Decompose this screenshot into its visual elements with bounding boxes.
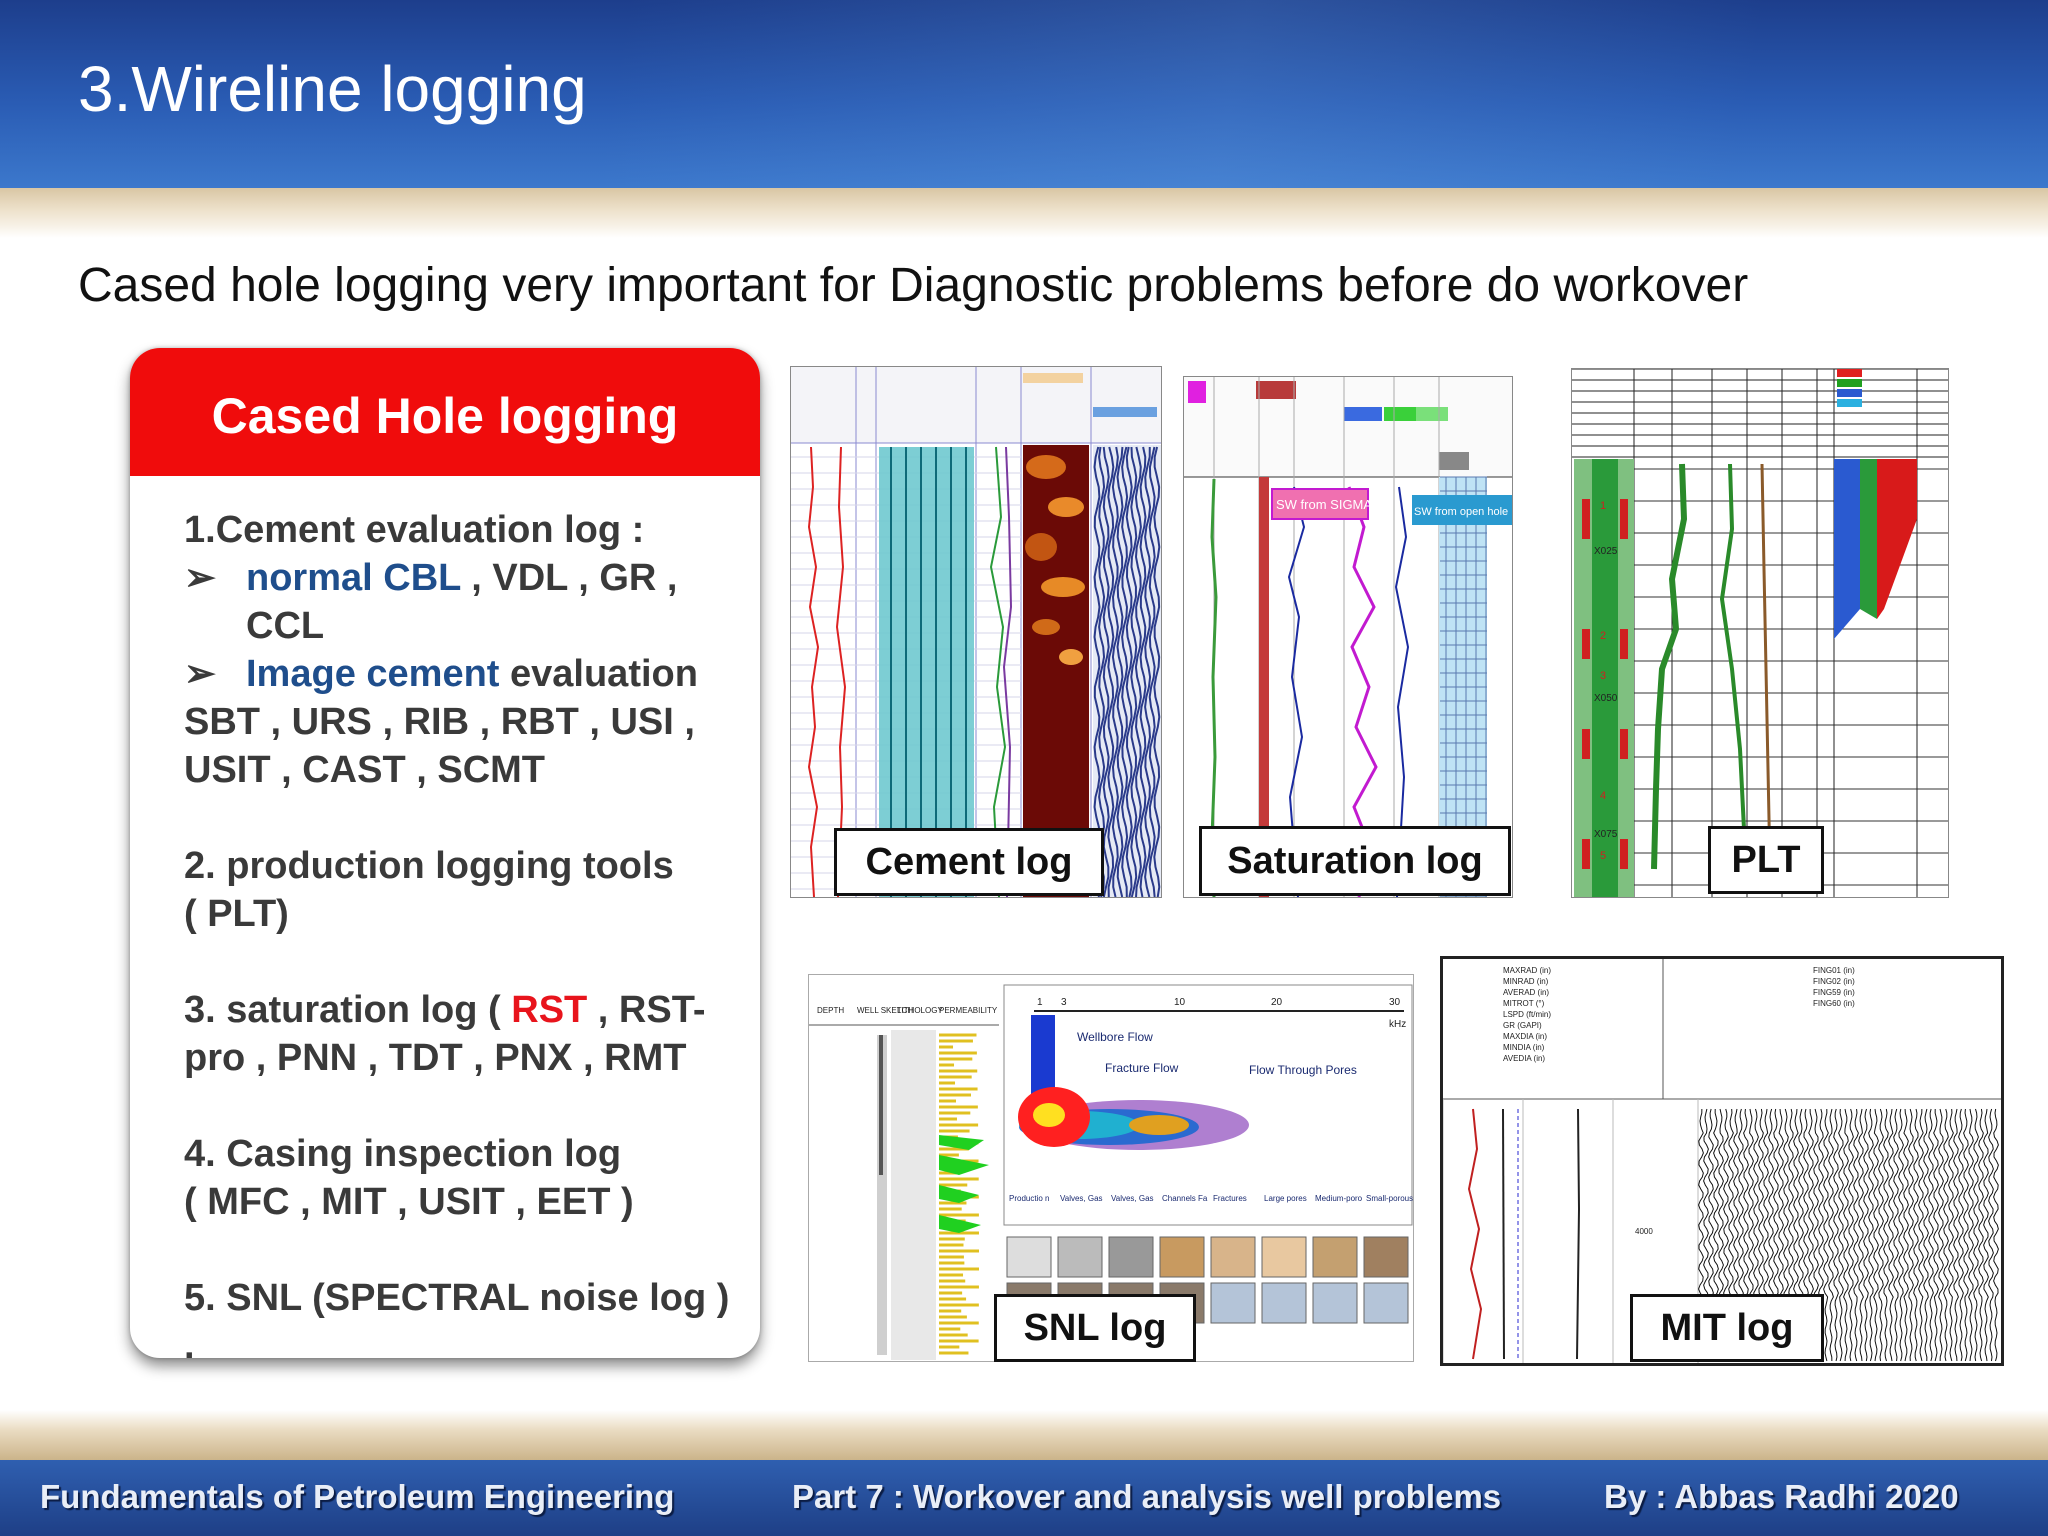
snl-scale-10: 10 — [1174, 997, 1186, 1008]
bullet-image: ➢ Image cement evaluation — [184, 650, 754, 698]
plt-label: PLT — [1708, 826, 1824, 894]
item3-line-b: pro , PNN , TDT , PNX , RMT — [184, 1037, 687, 1079]
cement-log-plot — [791, 367, 1161, 897]
item4-line-a: 4. Casing inspection log — [184, 1133, 622, 1175]
card-body: 1.Cement evaluation log : ➢ normal CBL , … — [184, 506, 754, 1358]
snl-scale-30: 30 — [1389, 997, 1401, 1008]
bullet-cbl-highlight: normal CBL — [246, 557, 461, 599]
footer-right: By : Abbas Radhi 2020 — [1604, 1478, 1959, 1515]
bullet-image-rest: evaluation — [499, 653, 698, 695]
mit-header: LSPD (ft/min) — [1503, 1010, 1551, 1019]
snl-fracture-label: Fracture Flow — [1105, 1061, 1179, 1075]
mit-plot: MAXRAD (in) MINRAD (in) AVERAD (in) MITROT … — [1443, 959, 2001, 1363]
mit-header-right: FING02 (in) — [1813, 977, 1855, 986]
snl-col-depth: DEPTH — [817, 1006, 844, 1015]
bullet-cbl-line2: CCL — [246, 605, 325, 647]
plt-zone-4: 4 — [1600, 790, 1606, 802]
snl-col-lith: LITHOLOGY — [897, 1006, 943, 1015]
footer-middle: Part 7 : Workover and analysis well prob… — [792, 1478, 1502, 1515]
sat-openhole-label: SW from open hole logging — [1414, 506, 1513, 518]
plt-zone-2: 2 — [1600, 630, 1606, 642]
snl-plot: DEPTH WELL SKETCH LITHOLOGY PERMEABILITY… — [809, 984, 1413, 1360]
item2-line-a: 2. production logging tools — [184, 845, 674, 887]
snl-wellbore-label: Wellbore Flow — [1077, 1030, 1153, 1044]
bullet-cbl: ➢ normal CBL , VDL , GR , — [184, 554, 754, 602]
plt-figure: 1 2 3 4 5 X025 X050 X075 — [1571, 368, 1949, 898]
snl-category: Medium-poro — [1315, 1194, 1363, 1203]
slide-subtitle: Cased hole logging very important for Di… — [78, 259, 1749, 312]
mit-depth: 4000 — [1635, 1227, 1653, 1236]
mit-header: MITROT (°) — [1503, 999, 1545, 1008]
mit-header-right: FING60 (in) — [1813, 999, 1855, 1008]
snl-category: Channels Fa — [1162, 1194, 1208, 1203]
item2-line-b: ( PLT) — [184, 893, 289, 935]
item3-post: , RST- — [587, 989, 706, 1031]
snl-scale-3: 3 — [1061, 997, 1067, 1008]
cement-log-label: Cement log — [834, 828, 1104, 896]
mit-header-right: FING01 (in) — [1813, 966, 1855, 975]
snl-col-well: WELL SKETCH — [857, 1006, 913, 1015]
plt-depth-1: X025 — [1594, 546, 1618, 557]
item1-tools-a: SBT , URS , RIB , RBT , USI , — [184, 701, 695, 743]
plt-zone-5: 5 — [1600, 850, 1606, 862]
item3-pre: 3. saturation log ( — [184, 989, 512, 1031]
item5-line-a: 5. SNL (SPECTRAL noise log ) — [184, 1277, 730, 1319]
item3-line-a: 3. saturation log ( RST , RST- — [184, 986, 754, 1034]
item1-title: 1.Cement evaluation log : — [184, 509, 645, 551]
card-heading: Cased Hole logging — [130, 348, 760, 476]
item3-rst: RST — [511, 989, 588, 1031]
mit-header: MAXRAD (in) — [1503, 966, 1551, 975]
plt-zone-1: 1 — [1600, 500, 1606, 512]
saturation-log-plot: SW from SIGMA SW from open hole logging — [1184, 377, 1513, 897]
snl-category: Productio n — [1009, 1194, 1049, 1203]
cased-hole-card: Cased Hole logging 1.Cement evaluation l… — [130, 348, 760, 1358]
mit-header: MAXDIA (in) — [1503, 1032, 1547, 1041]
mit-header-right: FING59 (in) — [1813, 988, 1855, 997]
snl-category: Large pores — [1264, 1194, 1307, 1203]
bullet-image-highlight: Image cement — [246, 653, 500, 695]
arrow-bullet-icon: ➢ — [184, 557, 216, 599]
snl-category: Fractures — [1213, 1194, 1247, 1203]
snl-col-perm: PERMEABILITY — [939, 1006, 998, 1015]
header-gold-band — [0, 188, 2048, 238]
mit-header: MINRAD (in) — [1503, 977, 1549, 986]
bullet-cbl-rest: , VDL , GR , — [460, 557, 678, 599]
plt-depth-2: X050 — [1594, 693, 1618, 704]
snl-pores-label: Flow Through Pores — [1249, 1063, 1357, 1077]
cement-log-figure — [790, 366, 1162, 898]
item1-tools-b: USIT , CAST , SCMT — [184, 749, 545, 791]
item4-line-b: ( MFC , MIT , USIT , EET ) — [184, 1181, 634, 1223]
mit-header: AVEDIA (in) — [1503, 1054, 1545, 1063]
header-bar — [0, 0, 2048, 188]
snl-scale-unit: kHz — [1389, 1019, 1406, 1030]
mit-header: GR (GAPI) — [1503, 1021, 1542, 1030]
sat-sigma-label: SW from SIGMA — [1276, 497, 1372, 512]
footer-left: Fundamentals of Petroleum Engineering — [40, 1478, 675, 1515]
plt-depth-3: X075 — [1594, 829, 1618, 840]
snl-category: Small-porous — [1366, 1194, 1413, 1203]
plt-zone-3: 3 — [1600, 670, 1606, 682]
snl-scale-20: 20 — [1271, 997, 1283, 1008]
mit-log-label: MIT log — [1630, 1294, 1824, 1362]
snl-log-label: SNL log — [994, 1294, 1196, 1362]
mit-figure: MAXRAD (in) MINRAD (in) AVERAD (in) MITROT … — [1440, 956, 2004, 1366]
footer-bar — [0, 1410, 2048, 1536]
mit-header: AVERAD (in) — [1503, 988, 1549, 997]
saturation-log-label: Saturation log — [1199, 826, 1511, 896]
snl-category: Valves, Gas — [1060, 1194, 1103, 1203]
item5-line-b: . — [184, 1325, 195, 1358]
saturation-log-figure: SW from SIGMA SW from open hole logging — [1183, 376, 1513, 898]
snl-scale-1: 1 — [1037, 997, 1043, 1008]
slide-title: 3.Wireline logging — [78, 53, 587, 125]
mit-header: MINDIA (in) — [1503, 1043, 1545, 1052]
arrow-bullet-icon: ➢ — [184, 653, 216, 695]
snl-category: Valves, Gas — [1111, 1194, 1154, 1203]
plt-plot: 1 2 3 4 5 X025 X050 X075 — [1572, 369, 1948, 897]
